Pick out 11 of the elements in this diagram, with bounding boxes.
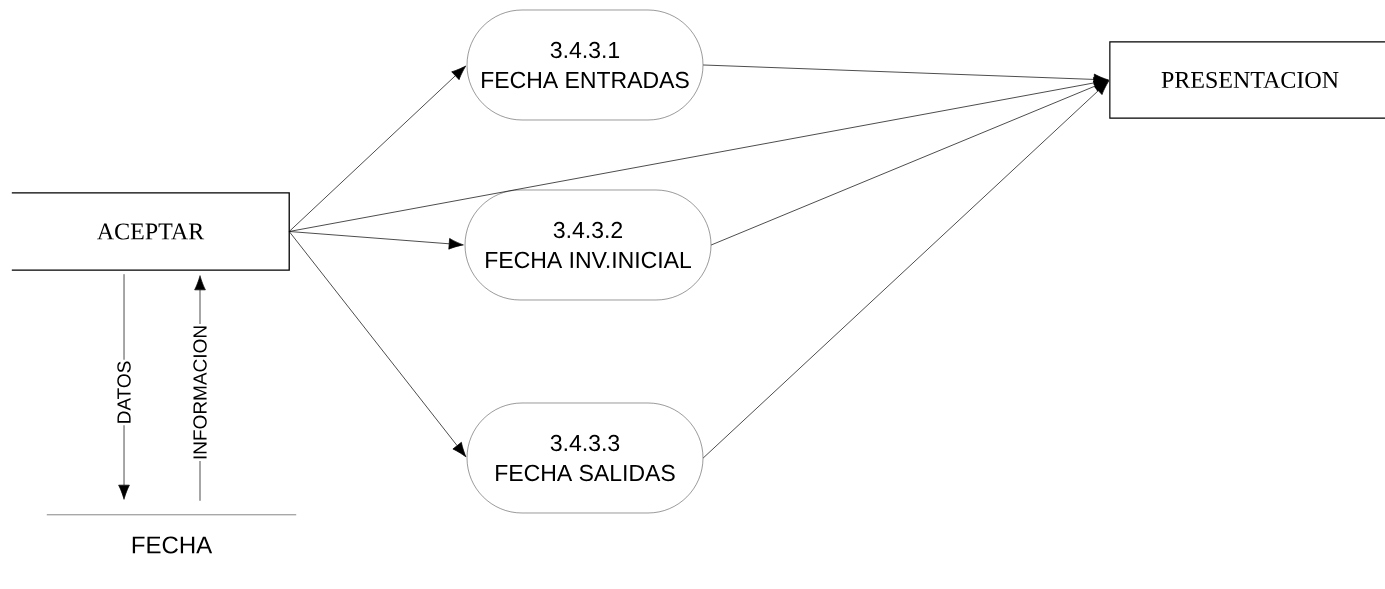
arrow [710,80,1109,246]
arrow [702,64,1109,86]
data-store: FECHA [46,514,297,554]
arrow [702,80,1110,459]
arrow [288,231,464,250]
entity-box: ACEPTAR [11,192,290,271]
edge-label: DATOS [117,361,131,423]
arrow [288,231,467,458]
arrow [288,65,467,232]
entity-box: PRESENTACION [1109,41,1385,119]
edge-label: INFORMACION [193,326,207,459]
